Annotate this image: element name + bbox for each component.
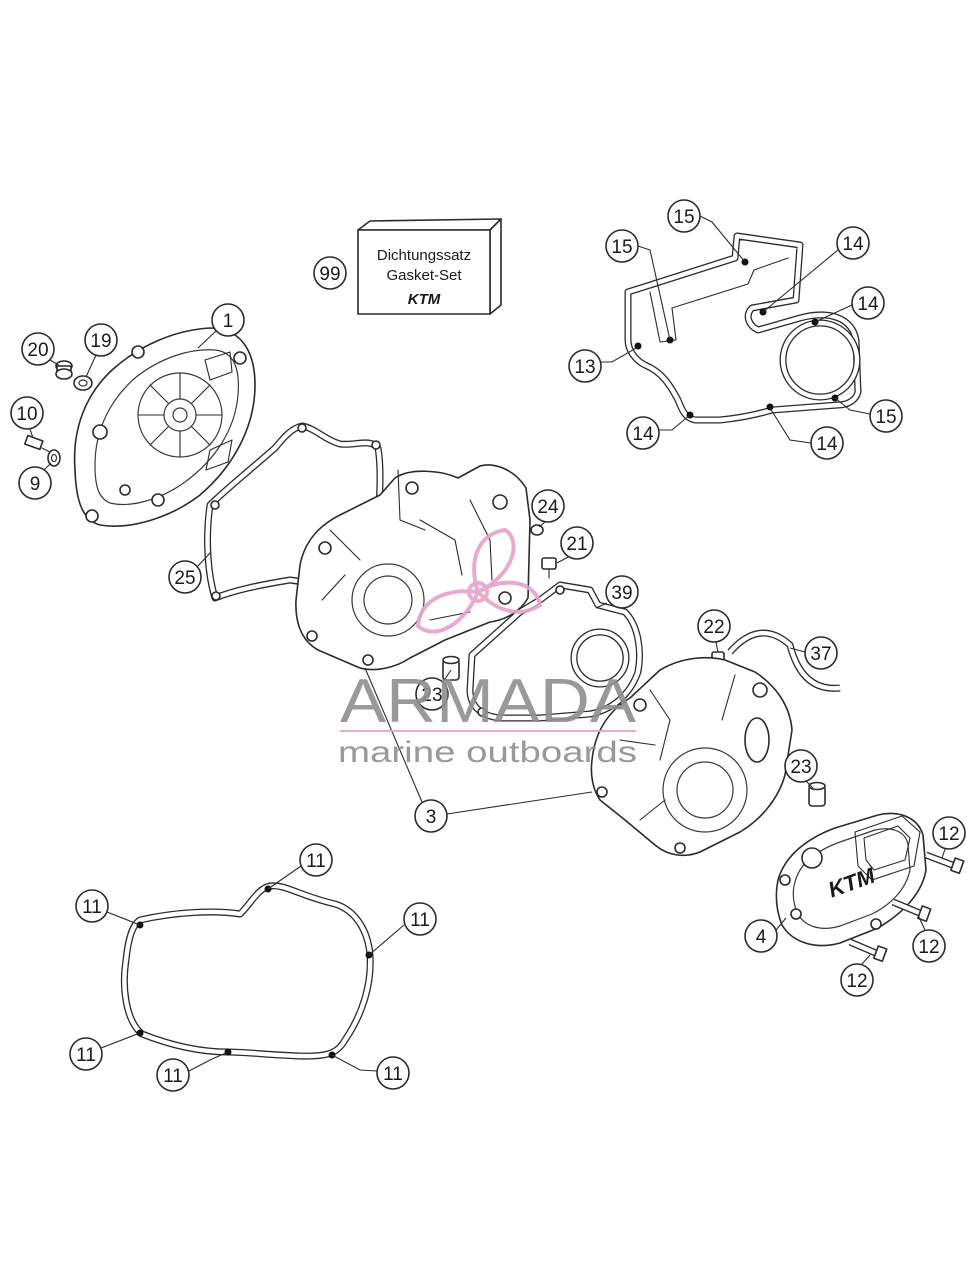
plug-screw-20 [55, 360, 73, 380]
callout-label: 11 [410, 910, 430, 931]
callout-label: 13 [574, 357, 595, 378]
callout: 23 [784, 749, 818, 783]
callout-label: 11 [82, 897, 102, 918]
callout: 24 [531, 489, 565, 523]
clutch-cover: KTM [775, 812, 927, 947]
callout: 20 [21, 332, 55, 366]
callout-label: 21 [566, 534, 587, 555]
dowel-23-right [808, 781, 826, 807]
callout: 19 [84, 323, 118, 357]
callout: 21 [560, 526, 594, 560]
watermark: ARMADA marine outboards [338, 527, 637, 769]
callout-label: 14 [816, 434, 838, 455]
washer-24 [530, 524, 544, 536]
callout-label: 19 [90, 331, 111, 352]
callout-label: 22 [703, 617, 724, 638]
callout: 9 [18, 466, 52, 500]
callout: 12 [932, 816, 966, 850]
clutch-cover-gasket [628, 236, 858, 420]
callout: 3 [414, 799, 448, 833]
callout: 13 [568, 349, 602, 383]
callout: 11 [299, 843, 333, 877]
callout-label: 1 [223, 311, 234, 332]
kit-box-logo: KTM [408, 291, 441, 308]
cylinder-base-gasket-39 [470, 585, 639, 718]
bolt-12-a [924, 851, 965, 875]
callout-label: 11 [383, 1064, 403, 1085]
callout-label: 12 [938, 824, 959, 845]
callout-label: 14 [632, 424, 654, 445]
washer-9 [47, 449, 61, 467]
callout-label: 15 [611, 237, 632, 258]
callout-label: 10 [16, 404, 37, 425]
callout-label: 12 [846, 971, 867, 992]
callout: 15 [869, 399, 903, 433]
callout-label: 15 [673, 207, 694, 228]
callout: 15 [667, 199, 701, 233]
bolt-12-c [848, 938, 888, 963]
dowel-23-left [442, 655, 460, 681]
callout-label: 99 [319, 264, 340, 285]
leader-lines [29, 215, 946, 1072]
callout-label: 24 [537, 497, 559, 518]
callout-label: 11 [306, 851, 326, 872]
callout: 37 [804, 636, 838, 670]
callout-label: 37 [810, 644, 831, 665]
ignition-cover [73, 327, 256, 527]
callout: 4 [744, 919, 778, 953]
washer-19 [73, 375, 93, 391]
callout-label: 39 [611, 583, 632, 604]
callout-label: 23 [790, 757, 811, 778]
callout-label: 4 [756, 927, 767, 948]
crankcase-right-half [590, 656, 793, 857]
callout: 14 [810, 426, 844, 460]
propeller-logo [415, 527, 543, 634]
callout: 11 [69, 1037, 103, 1071]
callout: 12 [840, 963, 874, 997]
watermark-brand: ARMADA [340, 667, 637, 736]
callout: 15 [605, 229, 639, 263]
callout: 11 [403, 902, 437, 936]
callout: 22 [697, 609, 731, 643]
callout-label: 23 [421, 685, 442, 706]
breather-hose-37 [727, 629, 841, 692]
callout: 11 [376, 1056, 410, 1090]
crankcase-gasket-11 [124, 886, 372, 1059]
callout-label: 12 [918, 937, 939, 958]
callout-label: 14 [857, 294, 879, 315]
callout: 11 [156, 1058, 190, 1092]
gasket-kit-box: Dichtungssatz Gasket-Set KTM [357, 218, 502, 315]
bolt-12-b [891, 898, 932, 923]
callout: 14 [851, 286, 885, 320]
kit-box-line1: Dichtungssatz [377, 247, 471, 264]
screw-21 [541, 557, 557, 579]
callout-label: 15 [875, 407, 896, 428]
cover-gasket-25 [208, 424, 380, 600]
callout-label: 11 [163, 1066, 183, 1087]
screw-10 [23, 434, 51, 453]
callout-label: 20 [27, 340, 48, 361]
callout: 11 [75, 889, 109, 923]
callout-label: 25 [174, 568, 195, 589]
callout: 99 [313, 256, 347, 290]
callout-label: 11 [76, 1045, 96, 1066]
callout: 12 [912, 929, 946, 963]
callout: 14 [626, 416, 660, 450]
callouts: 99 1 20 19 10 9 25 24 21 39 22 37 23 23 … [10, 199, 966, 1092]
callout-label: 3 [426, 807, 437, 828]
callout-label: 9 [30, 474, 41, 495]
watermark-tagline: marine outboards [338, 736, 637, 769]
callout: 25 [168, 560, 202, 594]
kit-box-line2: Gasket-Set [386, 267, 462, 284]
callout: 23 [415, 677, 449, 711]
callout: 14 [836, 226, 870, 260]
callout-label: 14 [842, 234, 864, 255]
callout: 39 [605, 575, 639, 609]
callout: 1 [211, 303, 245, 337]
crankcase-left-half [295, 464, 531, 671]
callout: 10 [10, 396, 44, 430]
